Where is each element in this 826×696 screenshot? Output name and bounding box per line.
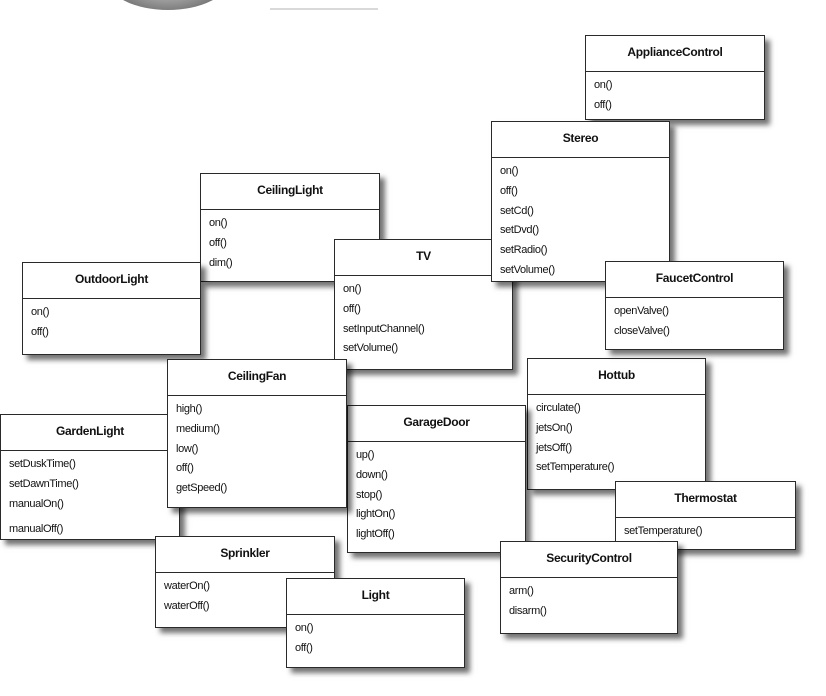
method-item: high() xyxy=(176,403,203,415)
method-item: setInputChannel() xyxy=(343,322,425,335)
method-list: high() medium() low() off() getSpeed() xyxy=(168,396,346,499)
method-item: setTemperature() xyxy=(536,461,615,474)
method-list: waterOn() waterOff() xyxy=(156,573,334,617)
method-item: setCd() xyxy=(500,204,534,217)
method-item: off() xyxy=(295,641,313,654)
class-name: GardenLight xyxy=(1,415,179,451)
method-item: off() xyxy=(343,302,361,315)
method-item: low() xyxy=(176,442,199,455)
method-list: openValve() closeValve() xyxy=(606,298,783,342)
method-item: off() xyxy=(176,462,194,475)
method-item: off() xyxy=(31,325,49,338)
outdoor-light-class-box: OutdoorLight on() off() xyxy=(22,262,201,355)
hottub-class-box: Hottub circulate() jetsOn() jetsOff() se… xyxy=(527,358,706,490)
method-item: arm() xyxy=(509,585,534,597)
method-item: off() xyxy=(209,236,227,249)
method-item: setDvd() xyxy=(500,224,539,237)
method-item: up() xyxy=(356,449,375,461)
method-list: on() off() xyxy=(287,615,464,659)
class-name: Hottub xyxy=(528,359,705,395)
class-name: Sprinkler xyxy=(156,537,334,573)
light-class-box: Light on() off() xyxy=(286,578,465,668)
class-name: GarageDoor xyxy=(348,406,525,442)
method-list: setTemperature() xyxy=(616,518,795,542)
class-name: TV xyxy=(335,240,512,276)
method-item: off() xyxy=(594,98,612,111)
method-list: up() down() stop() lightOn() lightOff() xyxy=(348,442,525,545)
class-name: SecurityControl xyxy=(501,542,677,578)
tv-class-box: TV on() off() setInputChannel() setVolum… xyxy=(334,239,513,370)
thermostat-class-box: Thermostat setTemperature() xyxy=(615,481,796,550)
method-item: setVolume() xyxy=(500,263,555,276)
method-item: jetsOn() xyxy=(536,421,573,434)
method-item: circulate() xyxy=(536,402,581,414)
method-item: on() xyxy=(500,165,519,177)
faucet-control-class-box: FaucetControl openValve() closeValve() xyxy=(605,261,784,350)
class-name: OutdoorLight xyxy=(23,263,200,299)
method-list: arm() disarm() xyxy=(501,578,677,622)
method-item: medium() xyxy=(176,422,220,435)
method-list: on() off() setCd() setDvd() setRadio() s… xyxy=(492,158,669,281)
method-list: setDuskTime() setDawnTime() manualOn() m… xyxy=(1,451,179,540)
method-item: setVolume() xyxy=(343,342,398,355)
class-name: CeilingFan xyxy=(168,360,346,396)
method-item: on() xyxy=(594,79,613,91)
method-item: manualOn() xyxy=(9,497,64,510)
garage-door-class-box: GarageDoor up() down() stop() lightOn() … xyxy=(347,405,526,553)
cropped-shape-decoration xyxy=(107,0,229,10)
method-item: on() xyxy=(209,217,228,229)
class-name: Stereo xyxy=(492,122,669,158)
method-item: setDawnTime() xyxy=(9,477,79,490)
method-item: closeValve() xyxy=(614,324,670,337)
method-list: on() off() dim() xyxy=(201,210,379,273)
method-list: on() off() xyxy=(586,72,764,116)
method-item: setDuskTime() xyxy=(9,458,76,470)
method-item: off() xyxy=(500,184,518,197)
security-control-class-box: SecurityControl arm() disarm() xyxy=(500,541,678,634)
class-name: ApplianceControl xyxy=(586,36,764,72)
method-item: dim() xyxy=(209,256,233,269)
method-item: getSpeed() xyxy=(176,482,227,495)
ceiling-fan-class-box: CeilingFan high() medium() low() off() g… xyxy=(167,359,347,508)
stereo-class-box: Stereo on() off() setCd() setDvd() setRa… xyxy=(491,121,670,282)
method-list: on() off() xyxy=(23,299,200,343)
class-name: Light xyxy=(287,579,464,615)
method-item: lightOn() xyxy=(356,508,396,521)
method-item: manualOff() xyxy=(9,523,64,536)
class-name: Thermostat xyxy=(616,482,795,518)
method-item: waterOn() xyxy=(164,580,210,592)
method-item: openValve() xyxy=(614,305,669,317)
method-item: waterOff() xyxy=(164,599,210,612)
method-item: disarm() xyxy=(509,604,547,617)
method-item: down() xyxy=(356,468,388,481)
garden-light-class-box: GardenLight setDuskTime() setDawnTime() … xyxy=(0,414,180,540)
method-item: jetsOff() xyxy=(536,441,572,454)
class-name: CeilingLight xyxy=(201,174,379,210)
method-list: on() off() setInputChannel() setVolume() xyxy=(335,276,512,359)
method-item: stop() xyxy=(356,488,383,501)
method-item: setTemperature() xyxy=(624,525,703,537)
class-name: FaucetControl xyxy=(606,262,783,298)
method-list: circulate() jetsOn() jetsOff() setTemper… xyxy=(528,395,705,478)
method-item: on() xyxy=(31,306,50,318)
method-item: lightOff() xyxy=(356,528,395,541)
method-item: setRadio() xyxy=(500,244,548,257)
appliance-control-class-box: ApplianceControl on() off() xyxy=(585,35,765,120)
method-item: on() xyxy=(343,283,362,295)
cropped-line-decoration xyxy=(270,8,378,10)
method-item: on() xyxy=(295,622,314,634)
